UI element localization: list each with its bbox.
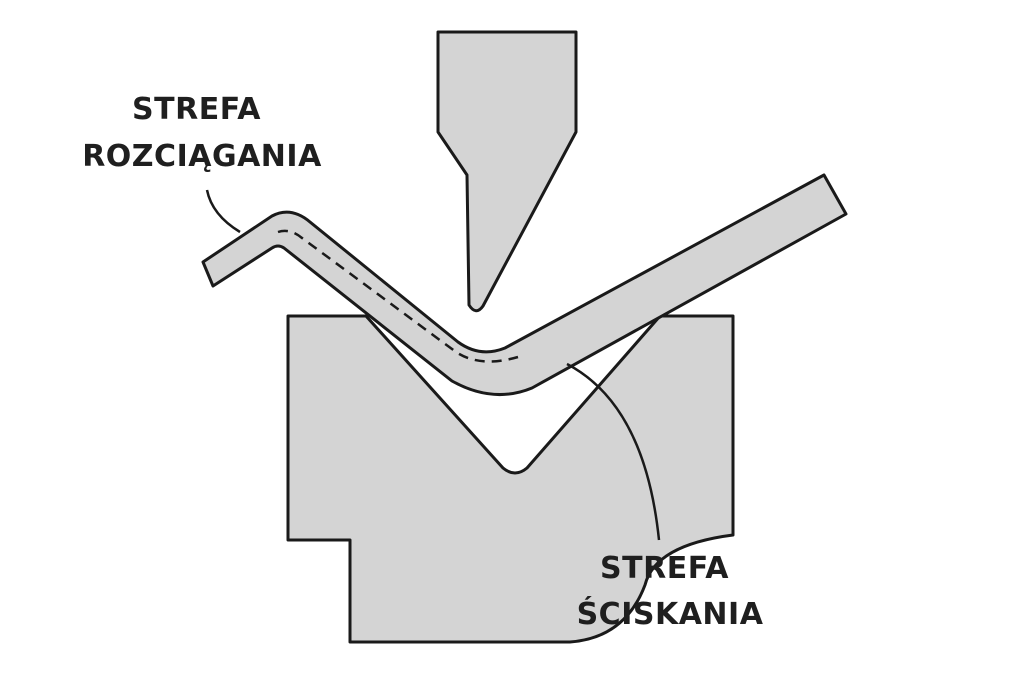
compression-zone-label-line1: STREFA	[600, 551, 729, 586]
neutral-axis-dashed-line	[277, 229, 519, 363]
bent-sheet	[201, 173, 848, 397]
compression-zone-label-line2: ŚCISKANIA	[577, 595, 764, 632]
punch	[436, 30, 578, 313]
die	[286, 314, 735, 644]
tension-zone-label-line2: ROZCIĄGANIA	[82, 139, 322, 174]
compression-zone-label: STREFA ŚCISKANIA	[577, 551, 764, 632]
compression-zone-leader-line	[566, 362, 661, 541]
tension-zone-leader-line	[205, 189, 241, 234]
tension-zone-label: STREFA ROZCIĄGANIA	[82, 92, 322, 174]
tension-zone-label-line1: STREFA	[132, 92, 261, 127]
